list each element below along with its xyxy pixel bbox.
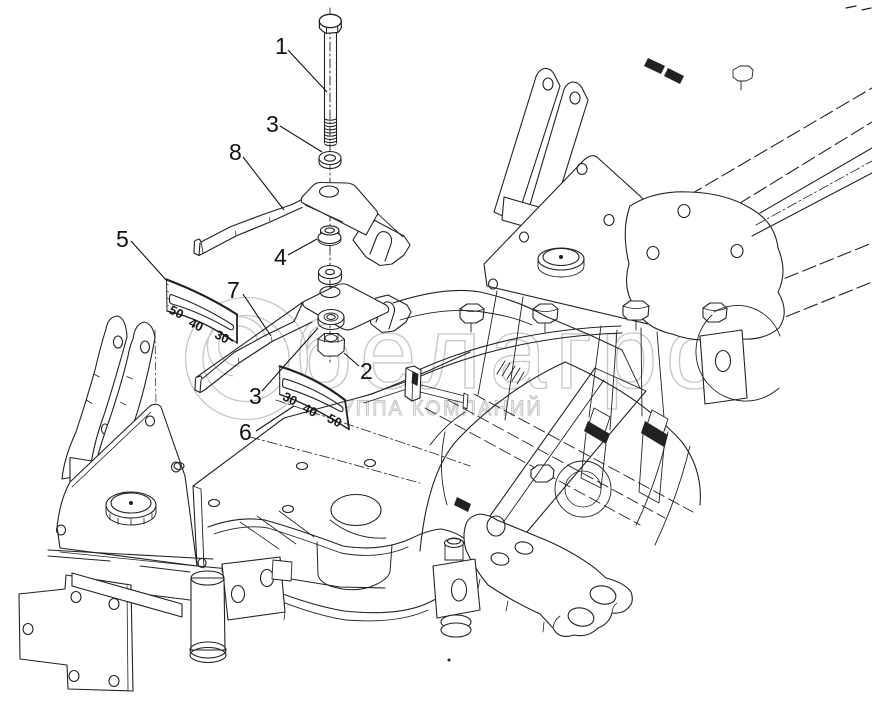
svg-text:3: 3 (249, 383, 262, 409)
svg-text:1: 1 (275, 33, 288, 59)
svg-text:8: 8 (229, 139, 242, 165)
svg-text:40: 40 (300, 400, 319, 420)
svg-text:30: 30 (212, 327, 231, 347)
svg-text:7: 7 (227, 277, 240, 303)
svg-text:6: 6 (239, 419, 252, 445)
svg-text:3: 3 (266, 111, 279, 137)
svg-text:30: 30 (280, 389, 299, 409)
svg-text:40: 40 (186, 315, 205, 335)
svg-text:2: 2 (360, 358, 373, 384)
svg-text:50: 50 (325, 410, 344, 430)
svg-text:5: 5 (116, 226, 129, 252)
svg-text:50: 50 (167, 302, 186, 322)
svg-text:4: 4 (274, 244, 287, 270)
